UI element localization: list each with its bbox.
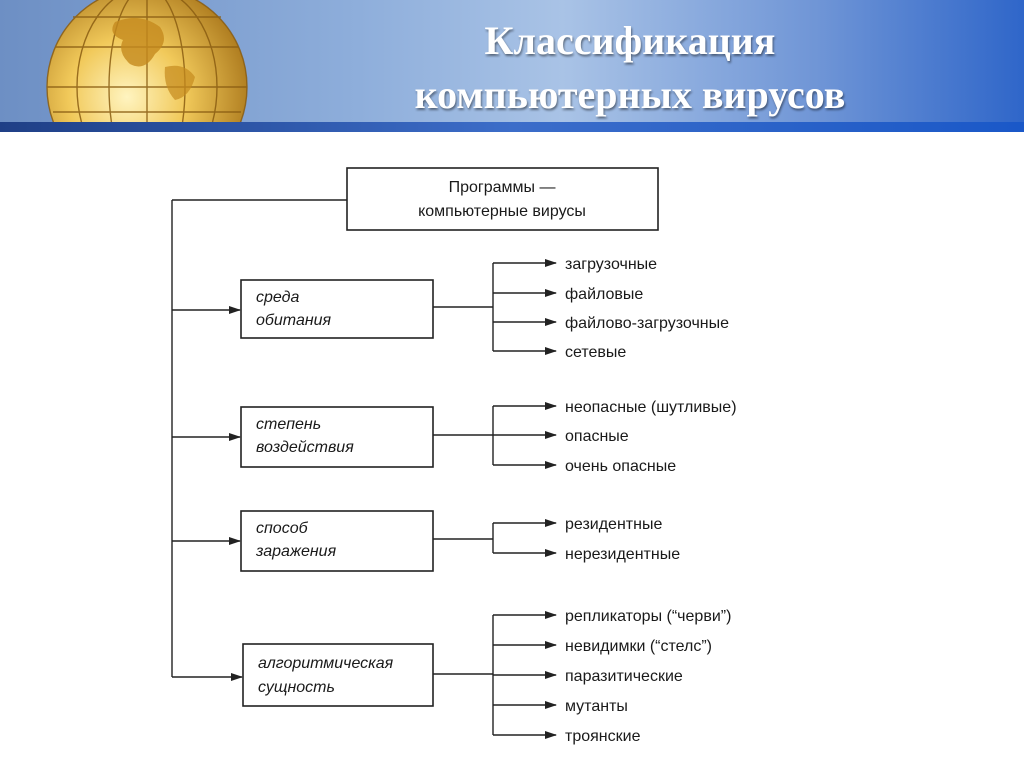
category-1-label-line1: среда xyxy=(256,289,299,306)
category-3-label-line2: заражения xyxy=(255,543,337,560)
root-box xyxy=(346,167,659,231)
item-label: опасные xyxy=(565,428,629,445)
category-4-label-line1: алгоритмическая xyxy=(258,655,394,672)
item-label: файловые xyxy=(565,286,643,303)
item-label: репликаторы (“черви”) xyxy=(565,608,731,625)
item-label: загрузочные xyxy=(565,256,657,273)
item-label: невидимки (“стелс”) xyxy=(565,638,712,655)
page-title-line1: Классификация xyxy=(484,18,776,63)
category-2-label-line1: степень xyxy=(256,416,321,433)
item-label: паразитические xyxy=(565,668,683,685)
item-label: неопасные (шутливые) xyxy=(565,399,737,416)
item-label: файлово-загрузочные xyxy=(565,315,729,332)
category-2-label-line2: воздействия xyxy=(256,439,354,456)
header-divider xyxy=(0,122,1024,132)
root-label-line1: Программы — xyxy=(449,179,556,196)
item-label: мутанты xyxy=(565,698,628,715)
item-label: сетевые xyxy=(565,344,626,361)
category-box-3 xyxy=(240,510,434,572)
category-3-label-line1: способ xyxy=(256,520,309,537)
page-title-line2: компьютерных вирусов xyxy=(414,72,846,117)
item-label: очень опасные xyxy=(565,458,676,475)
category-4-label-line2: сущность xyxy=(258,679,335,696)
category-box-1 xyxy=(240,279,434,339)
category-box-4 xyxy=(242,643,434,707)
item-label: нерезидентные xyxy=(565,546,680,563)
slide-header: Классификация компьютерных вирусов xyxy=(0,0,1024,122)
category-1-label-line2: обитания xyxy=(256,312,332,329)
globe-icon xyxy=(46,0,248,122)
item-label: резидентные xyxy=(565,516,662,533)
root-label-line2: компьютерные вирусы xyxy=(418,203,586,220)
category-box-2 xyxy=(240,406,434,468)
item-label: троянские xyxy=(565,728,641,745)
